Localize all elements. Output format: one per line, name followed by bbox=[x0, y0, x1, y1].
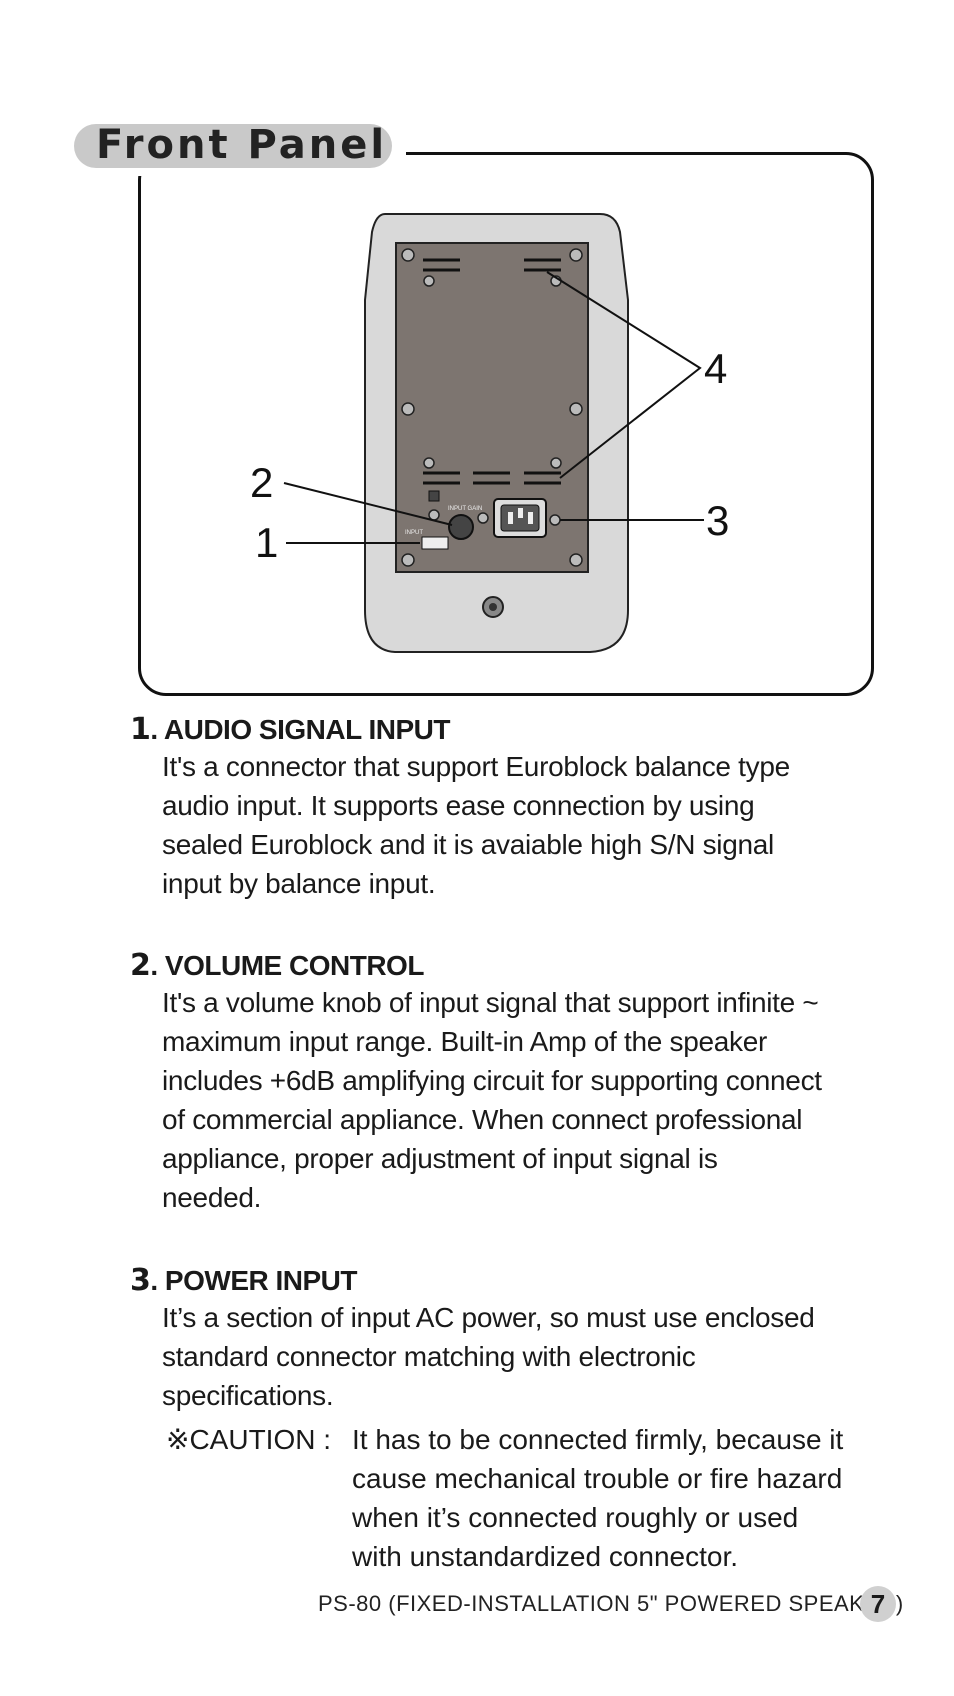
callout-2: 2 bbox=[250, 459, 273, 506]
item-audio-signal-input: 1. AUDIO SIGNAL INPUT It's a connector t… bbox=[130, 712, 870, 903]
callout-4: 4 bbox=[704, 345, 727, 392]
title-highlight bbox=[74, 124, 392, 168]
euroblock-connector bbox=[421, 536, 449, 550]
callout-3: 3 bbox=[706, 497, 729, 544]
item-number: 3 bbox=[130, 1263, 151, 1298]
item-volume-control: 2. VOLUME CONTROL It's a volume knob of … bbox=[130, 948, 870, 1217]
power-indicator bbox=[428, 490, 440, 502]
item-number: 1 bbox=[130, 712, 151, 747]
caution-text: It has to be connected firmly, because i… bbox=[352, 1424, 844, 1572]
item-heading: 2. VOLUME CONTROL bbox=[130, 948, 424, 983]
panel-screws bbox=[401, 248, 583, 567]
input-label: INPUT bbox=[405, 530, 423, 536]
item-body: It's a connector that support Euroblock … bbox=[162, 751, 790, 899]
front-panel-diagram: INPUT GAIN INPUT 1 2 3 4 bbox=[250, 213, 729, 653]
footer-product-name: PS-80 (FIXED-INSTALLATION 5" POWERED SPE… bbox=[318, 1591, 904, 1616]
vent-slots bbox=[423, 258, 561, 485]
item-body: It’s a section of input AC power, so mus… bbox=[162, 1302, 815, 1411]
callout-1: 1 bbox=[255, 519, 278, 566]
item-number: 2 bbox=[130, 948, 151, 983]
page-title: Front Panel bbox=[96, 122, 388, 168]
item-heading: 1. AUDIO SIGNAL INPUT bbox=[130, 712, 450, 747]
item-body: It's a volume knob of input signal that … bbox=[162, 987, 822, 1213]
item-power-input: 3. POWER INPUT It’s a section of input A… bbox=[130, 1263, 870, 1415]
page-number: 7 bbox=[860, 1586, 896, 1622]
input-gain-label: INPUT GAIN bbox=[448, 506, 482, 512]
callout-lines bbox=[283, 271, 704, 544]
item-heading: 3. POWER INPUT bbox=[130, 1263, 357, 1298]
diagram-frame bbox=[138, 152, 874, 696]
volume-knob bbox=[448, 514, 474, 540]
caution-label: ※CAUTION : bbox=[166, 1424, 332, 1455]
